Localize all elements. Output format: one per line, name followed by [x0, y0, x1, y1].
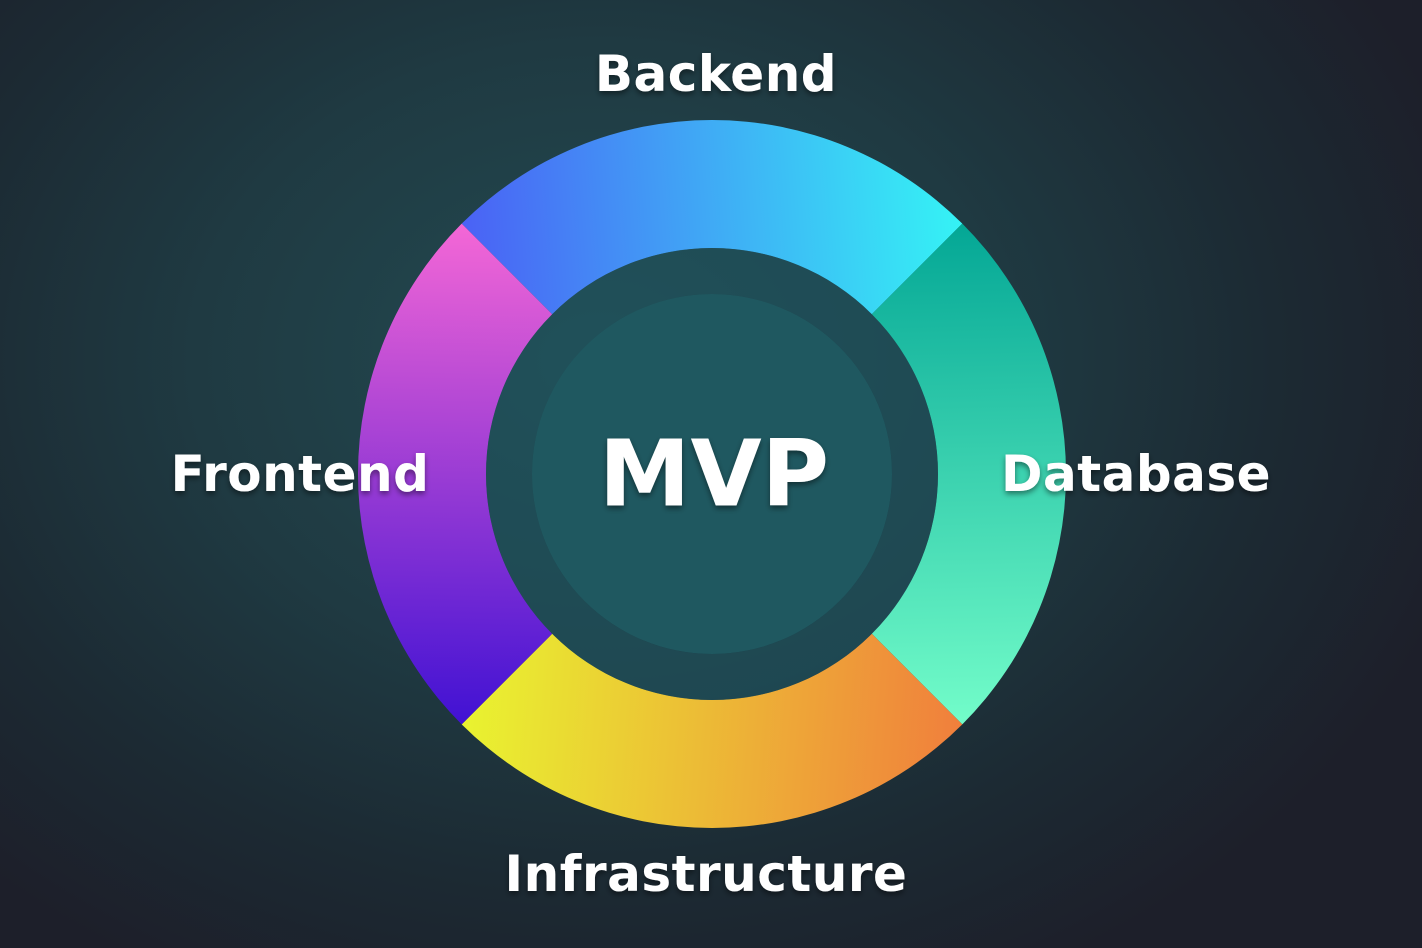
- label-database: Database: [1001, 445, 1271, 503]
- segment-backend: [461, 120, 963, 315]
- center-label: MVP: [599, 421, 829, 528]
- inner-translucent-band: [486, 248, 938, 700]
- label-infrastructure: Infrastructure: [505, 845, 908, 903]
- center-core: [532, 294, 892, 654]
- segment-frontend: [357, 223, 553, 725]
- segment-database: [871, 223, 1066, 725]
- label-backend: Backend: [595, 45, 837, 103]
- segment-infrastructure: [461, 633, 963, 828]
- label-frontend: Frontend: [171, 445, 430, 503]
- ring: [357, 120, 1066, 828]
